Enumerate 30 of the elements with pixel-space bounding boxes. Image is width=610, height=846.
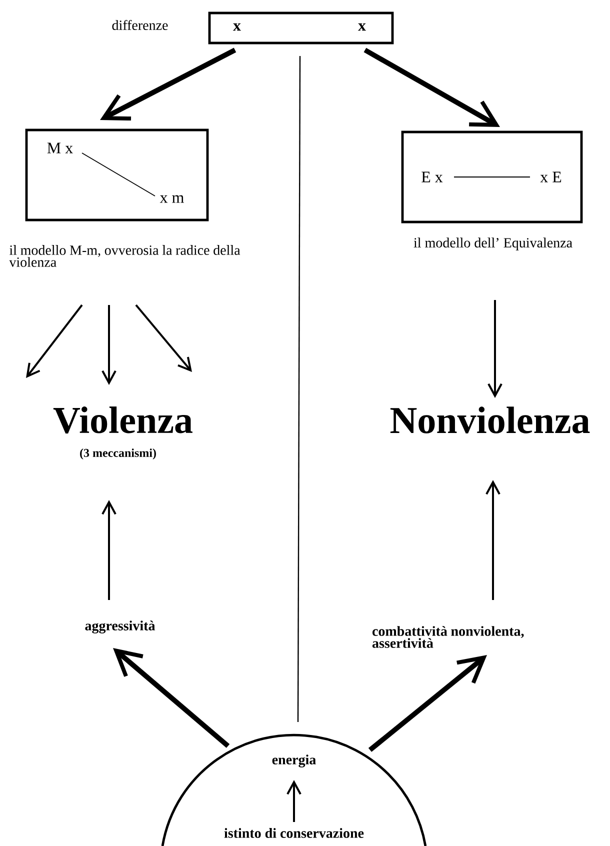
x-mark: x (358, 23, 366, 31)
label: aggressività (85, 620, 156, 634)
label: E x (422, 172, 443, 182)
connector-line (454, 176, 530, 178)
node-label: il modello M-m, ovverosia la radice della violenza (9, 245, 240, 267)
node-label: differenze (112, 20, 168, 30)
label: x m (160, 195, 184, 203)
arrow (488, 300, 502, 398)
label: istinto di conservazione (224, 828, 364, 838)
label: M x (47, 142, 73, 154)
arrow (113, 648, 230, 748)
arrow (26, 304, 83, 378)
arrow (364, 48, 500, 127)
arrow (286, 780, 302, 822)
label: combattività nonviolenta, assertività (372, 626, 524, 648)
x-mark: x (233, 23, 241, 31)
arrow (102, 500, 116, 600)
heading: Violenza (53, 406, 192, 434)
heading: Nonviolenza (390, 406, 590, 434)
node-label: il modello dell’ Equivalenza (414, 238, 572, 250)
connector-line (82, 152, 156, 196)
arrow (368, 655, 487, 752)
label: x E (540, 172, 562, 182)
arrow (486, 480, 500, 600)
arrow (135, 304, 192, 372)
arrow (102, 305, 116, 385)
arrow (100, 48, 236, 121)
subheading: (3 meccanismi) (80, 448, 156, 460)
semicircle (161, 734, 427, 846)
label: energia (272, 754, 316, 768)
